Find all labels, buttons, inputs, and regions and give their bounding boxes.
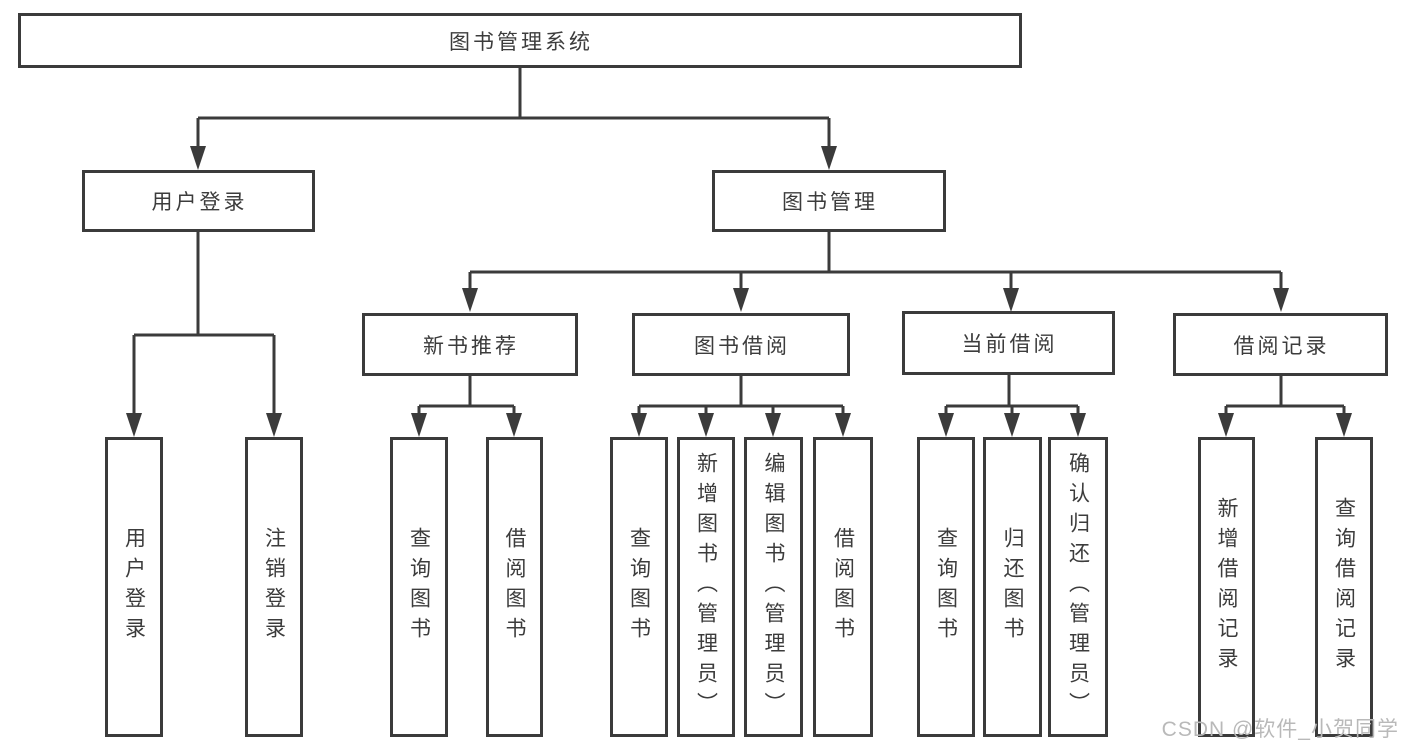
connector-borrow-records-to-leaves	[1224, 376, 1346, 427]
node-current-borrowing: 当前借阅	[902, 311, 1115, 375]
leaf-label: 查询借阅记录	[1332, 497, 1356, 677]
arrow-down-icon	[1070, 413, 1086, 437]
connector-book-borrow-to-leaves	[637, 376, 845, 427]
leaf-label: 查询图书	[407, 527, 431, 647]
leaf-user-login: 用户登录	[105, 437, 163, 737]
leaf-query-borrow-record: 查询借阅记录	[1315, 437, 1373, 737]
leaf-label: 编辑图书（管理员）	[762, 452, 785, 722]
node-borrowing-records: 借阅记录	[1173, 313, 1388, 376]
arrow-down-icon	[1336, 413, 1352, 437]
leaf-add-borrow-record: 新增借阅记录	[1198, 437, 1255, 737]
arrow-down-icon	[1273, 288, 1289, 312]
leaf-query-books-recommend: 查询图书	[390, 437, 448, 737]
csdn-watermark: CSDN @软件_小贺同学	[1161, 718, 1399, 741]
node-library-management-system: 图书管理系统	[18, 13, 1022, 68]
connector-book-management-to-level3	[468, 232, 1283, 302]
leaf-confirm-return-admin: 确认归还（管理员）	[1048, 437, 1108, 737]
leaf-borrow-books: 借阅图书	[813, 437, 873, 737]
leaf-return-books: 归还图书	[983, 437, 1042, 737]
node-book-borrowing: 图书借阅	[632, 313, 850, 376]
arrow-down-icon	[411, 413, 427, 437]
node-label: 用户登录	[151, 191, 248, 214]
arrow-down-icon	[1218, 413, 1234, 437]
arrow-down-icon	[765, 413, 781, 437]
arrow-down-icon	[733, 288, 749, 312]
arrow-down-icon	[462, 288, 478, 312]
arrow-down-icon	[1003, 288, 1019, 312]
arrow-down-icon	[190, 146, 206, 170]
arrow-down-icon	[266, 413, 282, 437]
arrow-down-icon	[126, 413, 142, 437]
node-new-book-recommendation: 新书推荐	[362, 313, 578, 376]
leaf-add-books-admin: 新增图书（管理员）	[677, 437, 735, 737]
connector-root-to-level2	[196, 68, 831, 160]
leaf-label: 用户登录	[122, 527, 146, 647]
arrow-down-icon	[506, 413, 522, 437]
leaf-label: 归还图书	[1001, 527, 1024, 647]
leaf-label: 查询图书	[627, 527, 651, 647]
node-label: 新书推荐	[423, 334, 519, 358]
leaf-query-books-current: 查询图书	[917, 437, 975, 737]
leaf-label: 注销登录	[262, 527, 286, 647]
arrow-down-icon	[821, 146, 837, 170]
leaf-label: 新增借阅记录	[1215, 497, 1238, 677]
arrow-down-icon	[698, 413, 714, 437]
node-label: 当前借阅	[961, 333, 1058, 356]
arrow-down-icon	[938, 413, 954, 437]
leaf-edit-books-admin: 编辑图书（管理员）	[744, 437, 803, 737]
leaf-label: 借阅图书	[503, 527, 526, 647]
node-label: 借阅记录	[1233, 334, 1330, 358]
leaf-label: 查询图书	[934, 527, 958, 647]
leaf-logout: 注销登录	[245, 437, 303, 737]
node-label: 图书借阅	[694, 334, 790, 358]
arrow-down-icon	[835, 413, 851, 437]
node-user-login: 用户登录	[82, 170, 315, 232]
leaf-query-books-borrow: 查询图书	[610, 437, 668, 737]
leaf-label: 新增图书（管理员）	[694, 452, 718, 722]
connector-user-login-to-leaves	[132, 232, 276, 427]
connector-new-book-to-leaves	[417, 376, 516, 427]
node-book-management: 图书管理	[712, 170, 946, 232]
node-label: 图书管理	[782, 191, 878, 214]
leaf-borrow-books-recommend: 借阅图书	[486, 437, 543, 737]
arrow-down-icon	[631, 413, 647, 437]
node-label: 图书管理系统	[449, 30, 593, 54]
leaf-label: 确认归还（管理员）	[1066, 452, 1090, 722]
arrow-down-icon	[1004, 413, 1020, 437]
leaf-label: 借阅图书	[831, 527, 855, 647]
